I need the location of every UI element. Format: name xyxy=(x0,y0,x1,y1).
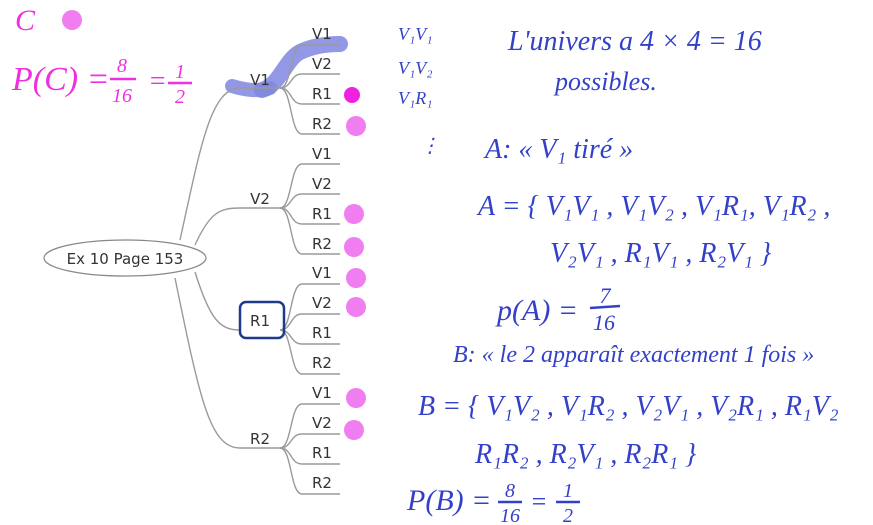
branch-v2[interactable]: V2 xyxy=(250,190,270,208)
pc-den: 16 xyxy=(112,85,132,107)
pa-lhs: p(A) = xyxy=(495,294,578,327)
pink-dots xyxy=(62,10,366,440)
leaf-edge xyxy=(279,207,340,255)
leaf-edge xyxy=(279,193,340,209)
pa-den: 16 xyxy=(593,310,615,335)
pb-eq: = xyxy=(530,487,548,516)
leaf-node[interactable]: V2 xyxy=(312,294,332,312)
pb-lhs: P(B) = xyxy=(406,484,491,517)
event-b-set-2: R₁R₂ , R₂V₁ , R₂R₁ } xyxy=(474,439,696,470)
pb-den2: 2 xyxy=(563,505,573,525)
pb-num: 8 xyxy=(505,480,515,502)
leaf-node[interactable]: R1 xyxy=(312,205,332,223)
pc-den2: 2 xyxy=(175,86,185,108)
event-b-set-1: B = { V₁V₂ , V₁R₂ , V₂V₁ , V₂R₁ , R₁V₂ xyxy=(418,391,839,422)
leaf-node[interactable]: R2 xyxy=(312,474,332,492)
leaf-node[interactable]: V2 xyxy=(312,414,332,432)
leaf-edge xyxy=(279,433,340,449)
leaf-node[interactable]: R2 xyxy=(312,115,332,133)
blue-annotation: V₁V₁ V₁V₂ V₁R₁ ⋮ L'univers a 4 × 4 = 16 … xyxy=(398,24,839,525)
branch-v1[interactable]: V1 xyxy=(250,71,270,89)
leaf-edge xyxy=(279,447,340,495)
pa-num: 7 xyxy=(600,283,612,308)
dot-marker xyxy=(346,116,366,136)
event-a-set-1: A = { V₁V₁ , V₁V₂ , V₁R₁, V₁R₂ , xyxy=(476,191,830,222)
pc-num2: 1 xyxy=(175,61,185,83)
highlighter-stroke xyxy=(225,79,277,98)
leaf-edges xyxy=(279,44,340,495)
universe-line-2: possibles. xyxy=(553,67,657,96)
leaf-edge xyxy=(279,87,340,135)
leaf-edge xyxy=(279,44,340,89)
event-c: C xyxy=(15,4,36,37)
outcome-list-item: ⋮ xyxy=(420,135,440,157)
event-a-definition: A: « V₁ tiré » xyxy=(483,134,633,165)
leaf-node[interactable]: R2 xyxy=(312,354,332,372)
dot-marker xyxy=(62,10,82,30)
event-b-definition: B: « le 2 apparaît exactement 1 fois » xyxy=(453,342,814,368)
leaf-node[interactable]: V1 xyxy=(312,25,332,43)
leaf-node[interactable]: V1 xyxy=(312,145,332,163)
dot-marker xyxy=(346,268,366,288)
leaf-node[interactable]: R1 xyxy=(312,324,332,342)
root-edges xyxy=(174,87,280,449)
dot-marker xyxy=(346,388,366,408)
dot-marker xyxy=(344,420,364,440)
branch-r2[interactable]: R2 xyxy=(250,430,270,448)
outcome-list-item: V₁R₁ xyxy=(398,88,433,108)
outcome-list-item: V₁V₁ xyxy=(398,24,433,44)
universe-line-1: L'univers a 4 × 4 = 16 xyxy=(507,26,762,57)
pc-num: 8 xyxy=(117,55,127,77)
dot-marker xyxy=(344,87,360,103)
pc-eq: = xyxy=(148,66,167,97)
event-a-set-2: V₂V₁ , R₁V₁ , R₂V₁ } xyxy=(550,238,771,269)
pink-annotation: C P(C) = 8 16 = 1 2 xyxy=(11,4,192,108)
leaves: V1 V2 R1 R2 V1 V2 R1 R2 V1 V2 R1 R2 V1 V… xyxy=(312,25,332,492)
leaf-node[interactable]: R2 xyxy=(312,235,332,253)
branch-r1[interactable]: R1 xyxy=(250,312,270,330)
outcome-list-item: V₁V₂ xyxy=(398,58,433,78)
leaf-node[interactable]: V1 xyxy=(312,384,332,402)
root-label: Ex 10 Page 153 xyxy=(67,250,184,268)
dot-marker xyxy=(346,297,366,317)
pb-num2: 1 xyxy=(563,480,573,502)
dot-marker xyxy=(344,204,364,224)
dot-marker xyxy=(344,237,364,257)
leaf-node[interactable]: V1 xyxy=(312,264,332,282)
leaf-node[interactable]: V2 xyxy=(312,175,332,193)
leaf-node[interactable]: R1 xyxy=(312,85,332,103)
root-node[interactable]: Ex 10 Page 153 xyxy=(43,239,207,277)
pc-lhs: P(C) = xyxy=(11,61,110,98)
pb-den: 16 xyxy=(500,505,520,525)
leaf-edge xyxy=(279,403,340,449)
leaf-edge xyxy=(279,73,340,89)
leaf-edge xyxy=(279,163,340,209)
selection-box xyxy=(238,300,286,340)
leaf-node[interactable]: V2 xyxy=(312,55,332,73)
leaf-node[interactable]: R1 xyxy=(312,444,332,462)
